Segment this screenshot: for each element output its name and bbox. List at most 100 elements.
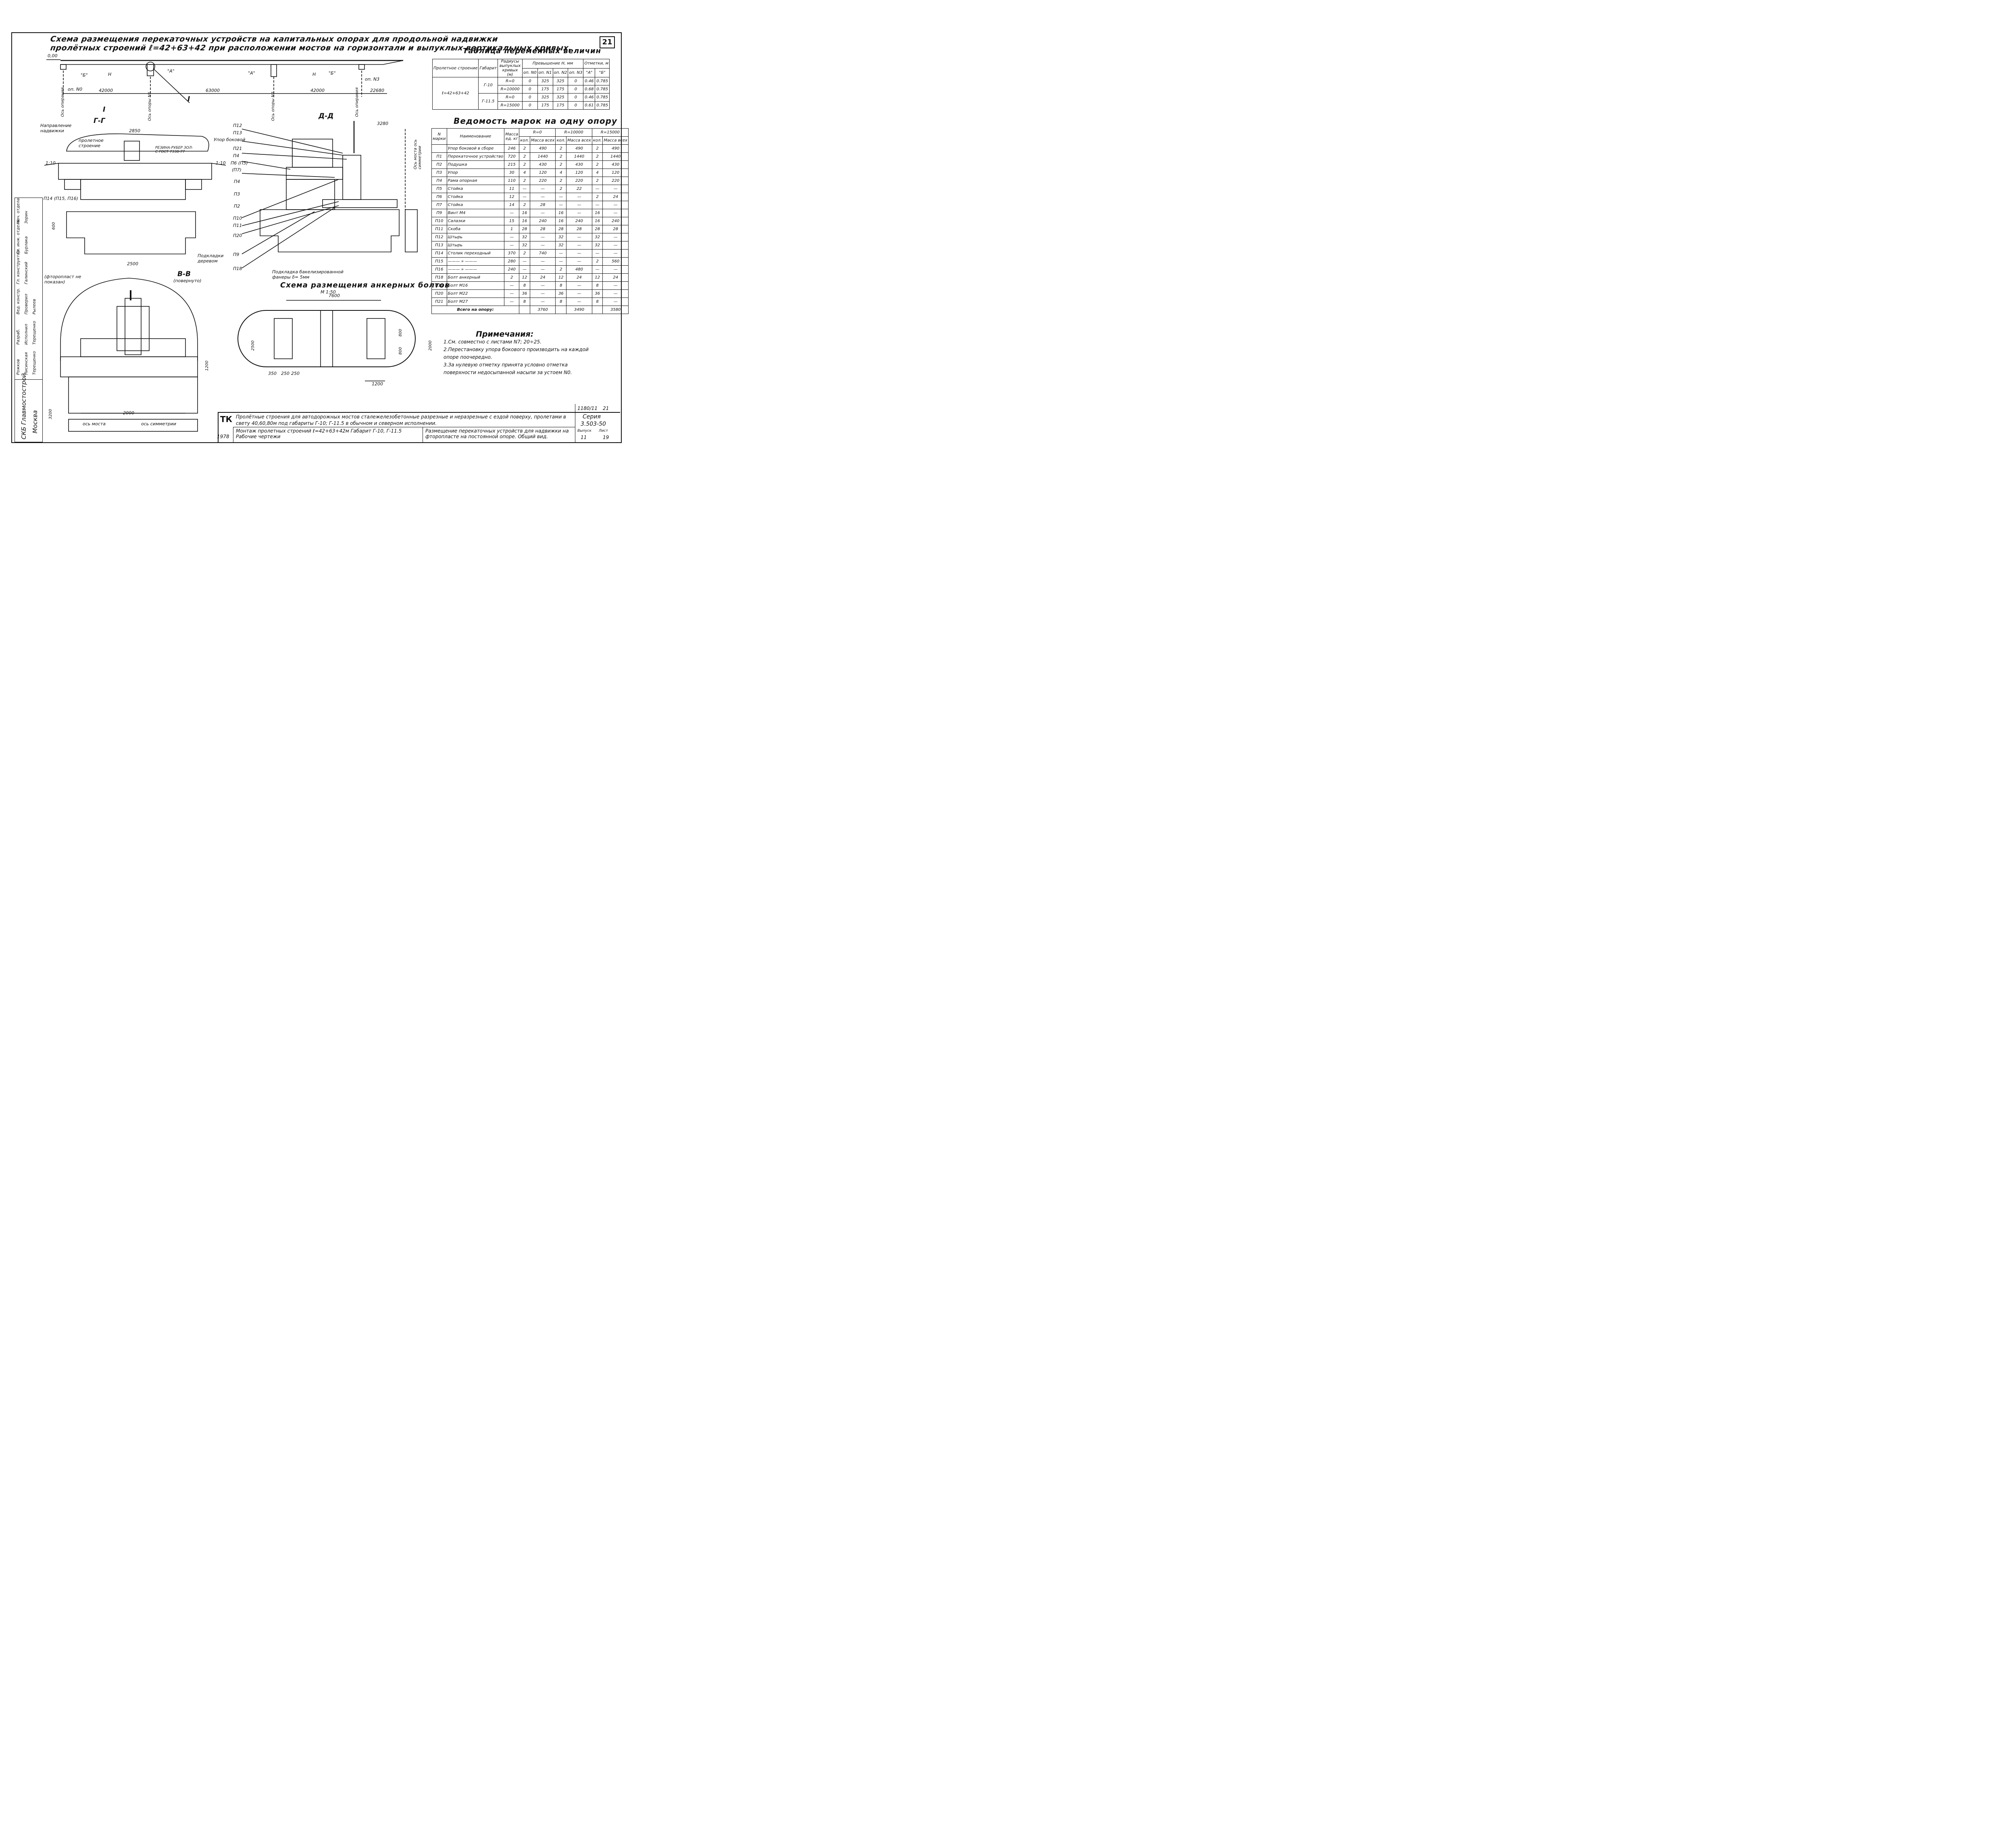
section-g-g-title: Г-Г [94,117,105,125]
mark-value-cell: — [529,209,556,217]
callout-p9: П9 [233,252,240,257]
t2-total-label: Всего на опору: [431,306,520,314]
mark-name-cell: Винт M4 [446,209,505,217]
span-dim-4: 22680 [370,88,384,93]
t2-sub: кол. [591,136,603,145]
issue-label: Выпуск [577,429,591,433]
support-n1-body [147,64,154,76]
mark-value-cell: 32 [519,233,530,241]
vv-dim-2000: 2000 [123,410,134,416]
section-deck-beam [58,163,212,180]
mark-value-cell: — [529,281,556,290]
mark-value-cell: 16 [555,217,567,225]
t1-sub: оп. N2 [552,68,569,77]
mark-value-cell: — [504,281,520,290]
support-n2 [271,64,277,77]
sheet-label: Лист [599,429,608,433]
t2-total-r10000: 3490 [566,306,592,314]
dd-base-plate [322,199,398,208]
plywood-label: Подкладка бакелизированной фанеры δ= 5мм [272,269,344,280]
mark-value-cell: 220 [602,177,629,185]
tk-label: ТК [220,414,232,424]
support-label-n0: оп. N0 [68,87,83,92]
t1-r: R=0 [498,93,523,102]
mark-value-cell: П18 [431,273,447,282]
mark-value-cell: 32 [591,233,603,241]
page-number: 21 [600,36,615,48]
anchor-group-left [274,318,293,359]
anchor-scheme-title: Схема размещения анкерных болтов [280,281,450,289]
section-d-d-title: Д-Д [319,112,334,120]
callout-p20: П20 [233,233,242,238]
note-1: 1.См. совместно с листами N7; 20÷25. [444,339,541,345]
title-block: ТК 1978 Пролётные строения для автодорож… [217,404,620,443]
mark-value-cell: 740 [529,249,556,258]
span-structure-label: пролетное строение [79,138,104,148]
mark-value-cell: П16 [431,265,447,274]
dim-600: 600 [52,222,56,230]
mark-value-cell: — [602,209,629,217]
table-row: R=15000 0 175 175 0 0.61 0.785 [433,101,610,110]
mark-value-cell: 11 [504,185,520,193]
mark-value-cell: 12 [555,273,567,282]
mark-value-cell: 28 [529,225,556,233]
mark-value-cell: 215 [504,160,520,169]
section-web [124,141,140,161]
series-label: Серия [583,414,601,420]
t2-head-r10000: R=10000 [555,128,592,137]
mark-value-cell: П7 [431,201,447,209]
t1-v: 175 [552,101,569,110]
t1-v: 325 [537,93,553,102]
anchor-dim-250-b: 250 [291,371,300,376]
mark-value-cell: П6 [431,193,447,201]
dd-stop-column [342,155,361,200]
slope-right: 1:10 [216,160,226,166]
table-row: R=10000 0 175 175 0 0.68 0.785 [433,85,610,94]
mark-value-cell: 430 [566,160,592,169]
rubber-label: РЕЗИНА-РУБЕР ЗОЛ-С ГОСТ 7338-77 [155,146,193,154]
t1-head-marks: Отметки, м [583,59,610,69]
t1-v: 175 [552,85,569,94]
t2-sub: Масса всех [529,136,556,145]
mark-value-cell: 8 [555,298,567,306]
t2-head-name: Наименование [446,128,505,145]
mark-value-cell: П11 [431,225,447,233]
mark-value-cell: 240 [529,217,556,225]
support-n3 [358,64,365,70]
mark-value-cell: 24 [529,273,556,282]
t2-total-r0: 3760 [529,306,556,314]
mark-value-cell: 2 [519,177,530,185]
mark-value-cell: 490 [566,144,592,153]
t1-v: 0 [568,77,584,85]
vv-dim-1200: 1200 [205,360,209,371]
t1-sub: "А" [583,68,596,77]
mark-value-cell: П12 [431,233,447,241]
mark-value-cell: П15 [431,257,447,266]
slope-left: 1:10 [46,160,56,166]
mark-name-cell: ——— » ——— [446,257,505,266]
side-stamp-cell: Терещенко [32,320,37,345]
mark-value-cell: — [529,193,556,201]
mark-value-cell: — [566,298,592,306]
side-stamp-cell: Бурлака [24,236,29,254]
marker-a-left: "А" [167,69,175,74]
mark-name-cell: Перекаточное устройство [446,152,505,161]
mark-value-cell: 32 [519,241,530,250]
t2-head-mass: Масса ед. кг [504,128,520,145]
mark-value-cell: 36 [555,289,567,298]
section-roller-body [80,179,186,200]
mark-value-cell: 1440 [529,152,556,161]
marker-b-left: "Б" [81,73,88,78]
mark-value-cell: — [504,241,520,250]
t1-head-radius: Радиусы выпуклых кривых (м) [498,59,523,77]
anchor-dim-350: 350 [268,371,277,376]
support-n0 [60,64,67,70]
mark-value-cell: 30 [504,169,520,177]
series-cell [575,404,621,442]
side-stamp-cell: Рылеев [32,299,37,314]
mark-value-cell: П21 [431,298,447,306]
mark-value-cell: 110 [504,177,520,185]
